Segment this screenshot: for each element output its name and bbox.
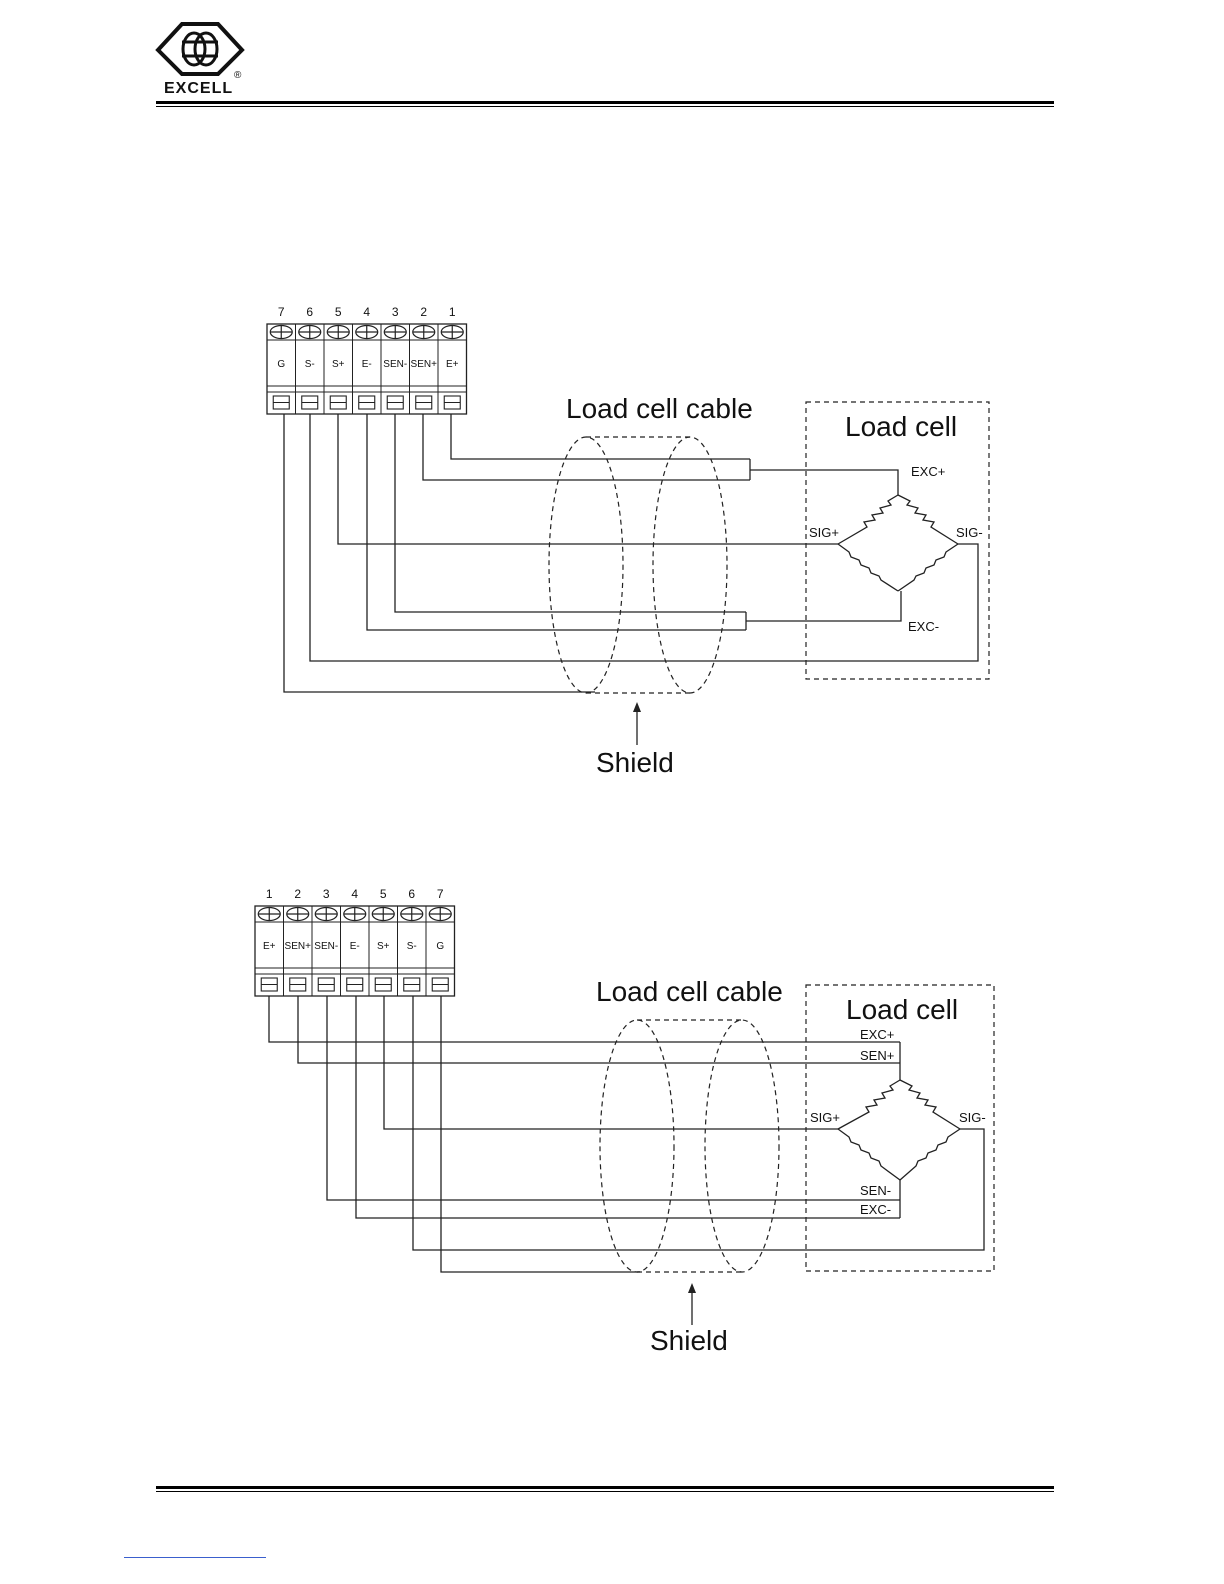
header-rule-thin	[156, 106, 1054, 107]
terminal-number: 3	[392, 305, 399, 319]
sig-plus-label: SIG+	[810, 1110, 840, 1125]
sen-plus-label: SEN+	[860, 1048, 894, 1063]
terminal-number: 6	[306, 305, 313, 319]
terminal-number: 4	[363, 305, 370, 319]
shield-arrow	[633, 702, 641, 745]
header-rule-thick	[156, 101, 1054, 104]
terminal-label: E-	[362, 359, 372, 370]
sig-minus-label: SIG-	[956, 525, 983, 540]
load-cell-label: Load cell	[845, 411, 957, 442]
terminal-label: SEN-	[314, 941, 338, 952]
terminal-number: 7	[278, 305, 285, 319]
terminal-screw-icon	[270, 326, 292, 339]
terminal-screw-icon	[413, 326, 435, 339]
registered-mark: ®	[234, 70, 241, 81]
terminal-number: 2	[294, 887, 301, 901]
terminal-label: SEN-	[383, 359, 407, 370]
terminal-number: 3	[323, 887, 330, 901]
footer-rule-thick	[156, 1486, 1054, 1489]
exc-minus-label: EXC-	[860, 1202, 891, 1217]
terminal-number: 7	[437, 887, 444, 901]
terminal-screw-icon	[441, 326, 463, 339]
terminal-screw-icon	[258, 908, 280, 921]
sen-minus-label: SEN-	[860, 1183, 891, 1198]
terminal-label: SEN+	[285, 941, 312, 952]
sig-minus-label: SIG-	[959, 1110, 986, 1125]
cable-label: Load cell cable	[566, 393, 753, 424]
terminal-label: S+	[377, 941, 390, 952]
brand-name: EXCELL	[164, 80, 233, 98]
load-cell-label: Load cell	[846, 994, 958, 1025]
terminal-number: 6	[408, 887, 415, 901]
terminal-label: E+	[263, 941, 276, 952]
exc-plus-label: EXC+	[911, 464, 945, 479]
wire-e-minus	[367, 414, 746, 630]
exc-plus-label: EXC+	[860, 1027, 894, 1042]
terminal-screw-icon	[372, 908, 394, 921]
excell-logo: EXCELL ®	[150, 18, 250, 104]
terminal-label: SEN+	[411, 359, 438, 370]
wire-sen-minus	[395, 414, 746, 612]
terminal-number: 1	[449, 305, 456, 319]
footer-rule-thin	[156, 1491, 1054, 1492]
terminal-screw-icon	[384, 326, 406, 339]
footer-link-underline	[124, 1557, 266, 1558]
sig-plus-label: SIG+	[809, 525, 839, 540]
cable-shield-ellipses	[600, 1020, 779, 1272]
wires	[284, 414, 978, 692]
wire-shield-g	[284, 414, 595, 692]
terminal-screw-icon	[429, 908, 451, 921]
wire-s-minus	[310, 414, 978, 661]
terminal-label: E-	[350, 941, 360, 952]
terminal-label: S+	[332, 359, 345, 370]
terminal-number: 2	[420, 305, 427, 319]
wire-exc-plus-lc	[750, 470, 898, 495]
wire-s-plus	[338, 414, 838, 544]
terminal-number: 1	[266, 887, 273, 901]
terminal-label: S-	[305, 359, 315, 370]
load-cell-box	[806, 985, 994, 1271]
terminal-label: G	[436, 941, 444, 952]
terminal-number: 5	[380, 887, 387, 901]
exc-minus-label: EXC-	[908, 619, 939, 634]
terminal-number: 5	[335, 305, 342, 319]
terminal-screw-icon	[315, 908, 337, 921]
wire-e-minus	[356, 996, 900, 1218]
terminal-screw-icon	[299, 326, 321, 339]
terminal-label: E+	[446, 359, 459, 370]
terminal-screw-icon	[344, 908, 366, 921]
wire-exc-minus-lc	[746, 591, 901, 621]
cable-label: Load cell cable	[596, 976, 783, 1007]
terminal-label: S-	[407, 941, 417, 952]
terminal-number: 4	[351, 887, 358, 901]
terminal-screw-icon	[401, 908, 423, 921]
bridge-resistors	[838, 1080, 960, 1180]
shield-arrow	[688, 1283, 696, 1325]
shield-label: Shield	[596, 747, 674, 778]
shield-label: Shield	[650, 1325, 728, 1356]
terminal-screw-icon	[327, 326, 349, 339]
terminal-screw-icon	[287, 908, 309, 921]
terminal-label: G	[277, 359, 285, 370]
load-cell-box	[806, 402, 989, 679]
terminal-screw-icon	[356, 326, 378, 339]
wire-e-plus	[269, 996, 900, 1042]
bridge-resistors	[838, 495, 958, 591]
cable-shield-ellipses	[549, 437, 727, 693]
wire-s-minus	[413, 996, 984, 1250]
